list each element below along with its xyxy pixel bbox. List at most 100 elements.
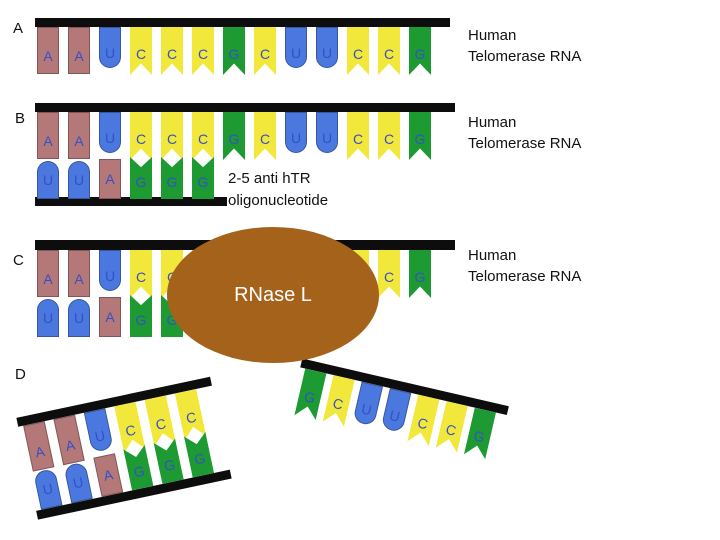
nucleotide-letter: C bbox=[166, 46, 178, 62]
nucleotide-a-flag: A bbox=[68, 250, 90, 297]
nucleotide-a-flag: A bbox=[37, 250, 59, 297]
nucleotide-g-flag: G bbox=[409, 27, 431, 75]
nucleotide-u-flag: U bbox=[380, 388, 412, 433]
panel-a-label: A bbox=[13, 20, 24, 37]
nucleotide-letter: A bbox=[33, 442, 47, 461]
nucleotide-letter: C bbox=[197, 131, 209, 147]
nucleotide-letter: A bbox=[43, 48, 53, 64]
nucleotide-g-flag: G bbox=[464, 408, 496, 460]
nucleotide-u-flag: U bbox=[99, 250, 121, 291]
nucleotide-letter: U bbox=[71, 473, 85, 492]
label-line: 2-5 anti hTR bbox=[228, 170, 311, 187]
nucleotide-letter: C bbox=[383, 46, 395, 62]
nucleotide-g-flag: G bbox=[154, 438, 184, 484]
nucleotide-a-flag: A bbox=[68, 27, 90, 74]
rna-backbone-bar bbox=[35, 18, 450, 27]
nucleotide-letter: C bbox=[331, 394, 345, 413]
nucleotide-letter: C bbox=[184, 408, 198, 427]
nucleotide-u-flag: U bbox=[316, 27, 338, 68]
nucleotide-letter: C bbox=[197, 46, 209, 62]
nucleotide-letter: U bbox=[73, 310, 85, 326]
panel-d-label: D bbox=[15, 366, 26, 383]
nucleotide-letter: U bbox=[104, 130, 116, 146]
nucleotide-letter: U bbox=[321, 45, 333, 61]
nucleotide-letter: U bbox=[42, 172, 54, 188]
label-line: Telomerase RNA bbox=[468, 48, 582, 65]
nucleotide-g-flag: G bbox=[130, 157, 152, 199]
nucleotide-letter: A bbox=[64, 436, 77, 455]
nucleotide-g-flag: G bbox=[161, 157, 183, 199]
panel-b-label: B bbox=[15, 110, 26, 127]
nucleotide-letter: A bbox=[105, 171, 115, 187]
nucleotide-u-flag: U bbox=[285, 27, 307, 68]
nucleotide-letter: G bbox=[132, 462, 147, 481]
nucleotide-u-flag: U bbox=[33, 468, 63, 510]
nucleotide-letter: G bbox=[228, 131, 240, 147]
nucleotide-letter: A bbox=[74, 133, 84, 149]
nucleotide-letter: U bbox=[290, 130, 302, 146]
nucleotide-letter: C bbox=[352, 131, 364, 147]
nucleotide-letter: G bbox=[197, 174, 209, 190]
nucleotide-g-flag: G bbox=[184, 432, 214, 478]
nucleotide-g-flag: G bbox=[192, 157, 214, 199]
nucleotide-c-flag: C bbox=[192, 112, 214, 160]
label-line: Human bbox=[468, 247, 517, 264]
nucleotide-letter: A bbox=[43, 133, 53, 149]
human-telomerase-rna-label: Human Telomerase RNA bbox=[468, 245, 581, 287]
nucleotide-c-flag: C bbox=[378, 250, 400, 298]
nucleotide-letter: A bbox=[43, 271, 53, 287]
nucleotide-letter: U bbox=[290, 45, 302, 61]
label-line: oligonucleotide bbox=[228, 192, 329, 209]
nucleotide-letter: C bbox=[135, 269, 147, 285]
nucleotide-letter: U bbox=[93, 427, 107, 445]
nucleotide-letter: C bbox=[154, 415, 168, 433]
rnase-l-enzyme: RNase L bbox=[167, 227, 379, 363]
nucleotide-c-flag: C bbox=[161, 27, 183, 75]
nucleotide-c-flag: C bbox=[130, 250, 152, 298]
nucleotide-letter: G bbox=[414, 131, 426, 147]
nucleotide-g-flag: G bbox=[223, 27, 245, 75]
nucleotide-letter: G bbox=[192, 449, 207, 468]
nucleotide-c-flag: C bbox=[347, 27, 369, 75]
panel-c-label: C bbox=[13, 252, 24, 269]
nucleotide-letter: C bbox=[416, 414, 430, 433]
label-line: Telomerase RNA bbox=[468, 135, 582, 152]
nucleotide-letter: C bbox=[352, 46, 364, 62]
nucleotide-u-flag: U bbox=[68, 161, 90, 199]
nucleotide-letter: C bbox=[123, 421, 138, 440]
nucleotide-letter: G bbox=[472, 427, 487, 446]
nucleotide-letter: A bbox=[74, 48, 84, 64]
nucleotide-u-flag: U bbox=[352, 381, 384, 427]
nucleotide-letter: A bbox=[74, 271, 84, 287]
nucleotide-u-flag: U bbox=[316, 112, 338, 153]
nucleotide-g-flag: G bbox=[223, 112, 245, 160]
nucleotide-u-flag: U bbox=[285, 112, 307, 153]
nucleotide-g-flag: G bbox=[294, 368, 326, 420]
oligo-label: 2-5 anti hTR oligonucleotide bbox=[228, 168, 328, 212]
nucleotide-letter: G bbox=[135, 174, 147, 190]
nucleotide-letter: C bbox=[383, 131, 395, 147]
nucleotide-u-flag: U bbox=[37, 299, 59, 337]
nucleotide-a-flag: A bbox=[37, 27, 59, 74]
nucleotide-letter: C bbox=[166, 131, 178, 147]
nucleotide-letter: C bbox=[259, 131, 271, 147]
nucleotide-g-flag: G bbox=[130, 295, 152, 337]
nucleotide-c-flag: C bbox=[407, 395, 439, 447]
nucleotide-letter: A bbox=[102, 466, 115, 484]
nucleotide-u-flag: U bbox=[63, 461, 93, 504]
nucleotide-letter: U bbox=[321, 130, 333, 146]
nucleotide-letter: G bbox=[414, 46, 426, 62]
nucleotide-letter: U bbox=[41, 480, 55, 498]
nucleotide-u-flag: U bbox=[37, 161, 59, 199]
nucleotide-letter: U bbox=[359, 400, 374, 419]
nucleotide-letter: C bbox=[383, 269, 395, 285]
nucleotide-letter: G bbox=[228, 46, 240, 62]
nucleotide-c-flag: C bbox=[192, 27, 214, 75]
nucleotide-a-flag: A bbox=[37, 112, 59, 159]
rnase-l-label: RNase L bbox=[234, 283, 312, 306]
nucleotide-c-flag: C bbox=[130, 27, 152, 75]
